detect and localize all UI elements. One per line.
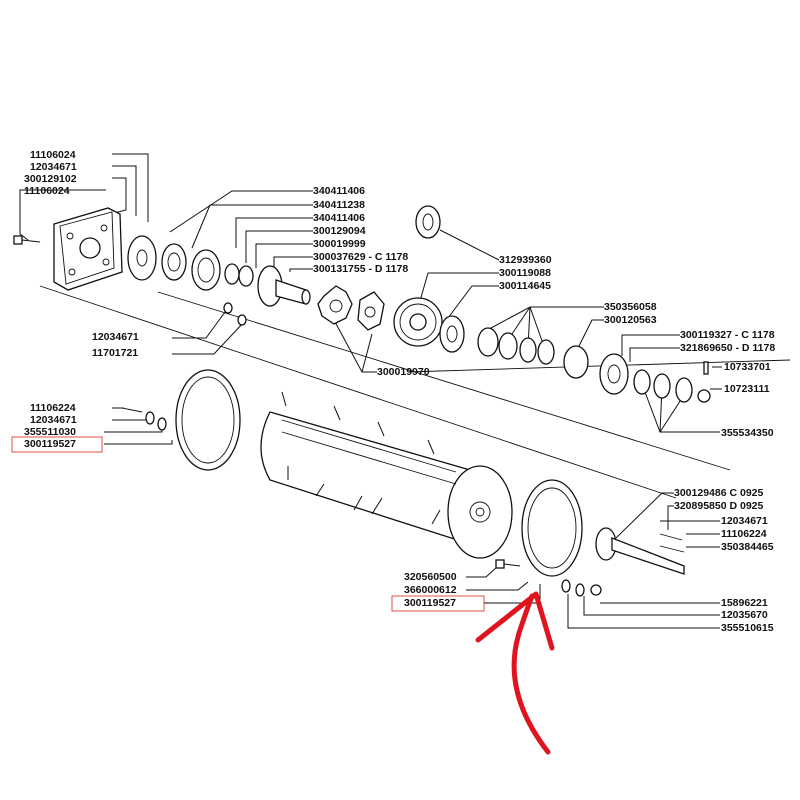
- part-label: 355511030: [24, 426, 76, 438]
- arrow-head: [475, 591, 555, 651]
- washer: [498, 332, 518, 360]
- bolt: [13, 235, 23, 245]
- part-label: 366000612: [404, 584, 457, 596]
- washer: [223, 302, 233, 314]
- ring: [238, 265, 254, 287]
- drum-body: [260, 411, 481, 545]
- part-label: 300019999: [313, 238, 366, 250]
- red-arrow-annotation: [475, 591, 555, 755]
- part-label: 320560500: [404, 571, 457, 583]
- part-label: 15896221: [721, 597, 768, 609]
- part-label: 10723111: [724, 383, 770, 395]
- right-rim: [521, 479, 583, 577]
- parts: [13, 205, 711, 597]
- bearing-cup: [415, 205, 441, 239]
- part-label: 300120563: [604, 314, 657, 326]
- coupling-spider: [317, 285, 353, 325]
- part-label: 312939360: [499, 254, 552, 266]
- washer: [563, 345, 589, 379]
- washer: [561, 579, 571, 593]
- part-label: 300119088: [499, 267, 551, 279]
- bearing-ring: [599, 353, 629, 395]
- part-label: 300129102: [24, 173, 77, 185]
- part-label: 350384465: [721, 541, 774, 553]
- part-label: 340411238: [313, 199, 365, 211]
- part-label: 10733701: [724, 361, 771, 373]
- washer: [145, 411, 155, 425]
- part-label: 12034671: [721, 515, 768, 527]
- part-label: 11106024: [30, 149, 76, 161]
- washer: [675, 377, 693, 403]
- part-label: 300114645: [499, 280, 551, 292]
- bolt: [495, 559, 505, 569]
- flange: [127, 235, 157, 281]
- part-label: 300037629 - C 1178: [313, 251, 408, 263]
- plate-hole: [79, 237, 101, 259]
- part-label: 300129486 C 0925: [674, 487, 763, 499]
- washer: [237, 314, 247, 326]
- arrow-shaft: [511, 593, 551, 755]
- washer: [157, 417, 167, 431]
- part-label: 340411406: [313, 185, 365, 197]
- shaft: [275, 279, 307, 305]
- part-label: 300129094: [313, 225, 366, 237]
- washer: [477, 327, 499, 357]
- washer: [519, 337, 537, 363]
- part-label: 11106224: [30, 402, 76, 414]
- part-label-highlighted: 300119527: [24, 438, 76, 450]
- washer: [633, 369, 651, 395]
- washer: [575, 583, 585, 597]
- part-label: 350356058: [604, 301, 657, 313]
- part-label: 300019970: [377, 366, 430, 378]
- highlight-box: [11, 436, 103, 453]
- part-label: 11106224: [721, 528, 767, 540]
- part-label: 355510615: [721, 622, 774, 634]
- ring: [224, 263, 240, 285]
- part-label: 340411406: [313, 212, 365, 224]
- nut: [697, 389, 711, 403]
- part-label: 320895850 D 0925: [674, 500, 763, 512]
- axle: [611, 537, 685, 575]
- drum-end: [447, 465, 513, 559]
- part-label: 11701721: [92, 347, 138, 359]
- assembly-axis-lines: [39, 285, 791, 499]
- part-label: 12034671: [30, 161, 77, 173]
- part-label: 11106024: [24, 185, 70, 197]
- left-rim: [175, 369, 241, 471]
- part-label: 321869650 - D 1178: [680, 342, 775, 354]
- bearing-housing: [161, 243, 187, 281]
- part-labels: 11106024 12034671 300129102 11106024 340…: [24, 149, 775, 634]
- nut: [590, 584, 602, 596]
- washer: [537, 339, 555, 365]
- part-label: 355534350: [721, 427, 774, 439]
- bearing: [191, 249, 221, 291]
- part-label: 300131755 - D 1178: [313, 263, 408, 275]
- part-label: 12034671: [30, 414, 77, 426]
- part-label: 12034671: [92, 331, 139, 343]
- part-label: 12035670: [721, 609, 768, 621]
- part-label-highlighted: 300119527: [404, 597, 456, 609]
- pin: [703, 361, 709, 375]
- part-label: 300119327 - C 1178: [680, 329, 775, 341]
- coupling-hub: [357, 291, 385, 331]
- washer: [439, 315, 465, 353]
- washer: [653, 373, 671, 399]
